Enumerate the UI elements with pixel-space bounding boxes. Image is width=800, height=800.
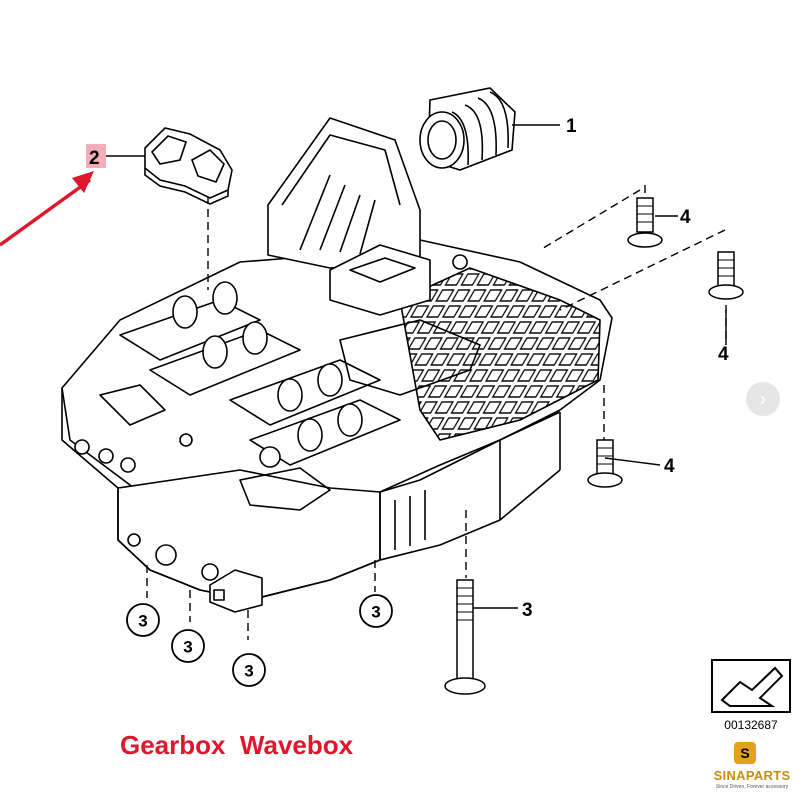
brand-name: SINAPARTS bbox=[713, 768, 791, 783]
callout-4-right: 4 bbox=[718, 344, 729, 365]
circled-ref-3: 3 bbox=[244, 662, 253, 681]
part-number-symbol bbox=[711, 659, 791, 713]
circled-ref-2: 3 bbox=[183, 638, 192, 657]
circled-ref-4: 3 bbox=[371, 603, 380, 622]
next-image-button[interactable]: › bbox=[746, 382, 780, 416]
brand-badge: S bbox=[734, 742, 756, 764]
brand-tagline: Since Driven, Forever accessory bbox=[715, 784, 789, 790]
caption: Gearbox Wavebox bbox=[120, 730, 354, 760]
leader-lines bbox=[106, 124, 727, 609]
seal-part bbox=[144, 127, 233, 205]
screw-part bbox=[587, 197, 744, 488]
circled-ref-1: 3 bbox=[138, 612, 147, 631]
sleeve-part bbox=[419, 87, 516, 171]
long-bolt-part bbox=[444, 579, 486, 695]
callout-4-top: 4 bbox=[680, 207, 691, 228]
valve-body bbox=[61, 117, 727, 640]
chevron-right-icon: › bbox=[759, 387, 767, 411]
callout-2: 2 bbox=[89, 148, 100, 169]
callout-3-bolt: 3 bbox=[522, 600, 533, 621]
callout-4-mid: 4 bbox=[664, 456, 675, 477]
part-number: 00132687 bbox=[724, 718, 778, 732]
brand-logo: S SINAPARTS Since Driven, Forever access… bbox=[700, 742, 800, 800]
callout-1: 1 bbox=[566, 116, 577, 137]
circled-refs bbox=[126, 594, 393, 687]
highlight-arrow bbox=[0, 144, 106, 247]
